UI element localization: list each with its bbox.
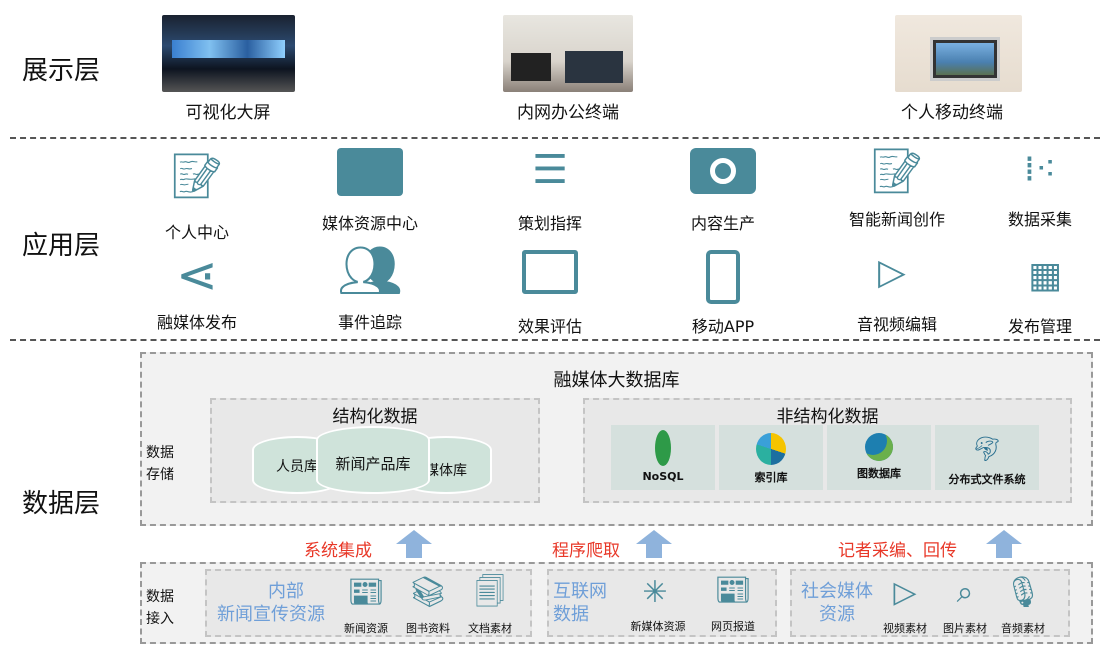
app-item-label[interactable]: 媒体资源中心 <box>321 214 418 233</box>
app-item-label[interactable]: 效果评估 <box>517 317 582 336</box>
app-item-label[interactable]: 数据采集 <box>1007 210 1072 229</box>
display-label: 可视化大屏 <box>185 103 271 123</box>
source-item-label: 音频素材 <box>1001 622 1045 635</box>
camera-icon <box>678 148 768 194</box>
display-label: 个人移动终端 <box>901 103 1003 123</box>
index-tile: 索引库 <box>719 425 823 490</box>
news-icon: 📰︎ <box>346 575 386 610</box>
app-item-label[interactable]: 内容生产 <box>690 214 755 233</box>
documents-icon: 🗐 <box>475 575 505 610</box>
source-item-label: 视频素材 <box>883 622 927 635</box>
desktop-photo <box>503 15 633 92</box>
video-film-icon: ▷ <box>893 575 917 610</box>
source-group-title: 内部新闻宣传资源 <box>217 581 325 625</box>
flow-label: 程序爬取 <box>552 541 620 561</box>
film-icon: ▷ <box>878 252 906 293</box>
app-item-label[interactable]: 发布管理 <box>1007 317 1072 336</box>
nosql-tile: NoSQL <box>611 425 715 490</box>
source-item-label: 新媒体资源 <box>630 620 686 633</box>
graph-db-tile: 图数据库 <box>827 425 931 490</box>
source-item-label: 网页报道 <box>711 620 755 633</box>
app-item-label[interactable]: 融媒体发布 <box>156 313 237 332</box>
flow-label: 系统集成 <box>304 541 372 561</box>
arrow-up-icon <box>986 530 1022 558</box>
checklist-icon: ☰ <box>532 147 568 193</box>
app-item-label[interactable]: 事件追踪 <box>337 313 402 332</box>
mysql-dolphin-icon: 🐬︎ <box>971 435 1003 463</box>
people-icon: 👥︎ <box>336 241 403 301</box>
app-item-label[interactable]: 个人中心 <box>164 223 229 242</box>
source-group-title: 社会媒体资源 <box>801 581 873 625</box>
arrow-up-icon <box>396 530 432 558</box>
flow-label: 记者采编、回传 <box>838 541 957 561</box>
monitor-graph-icon <box>505 250 595 294</box>
microphone-icon: 🎙︎ <box>1003 575 1043 610</box>
dfs-tile: 🐬︎分布式文件系统 <box>935 425 1039 490</box>
image-search-icon: ⌕ <box>956 575 974 610</box>
layer-label-app: 应用层 <box>22 231 101 261</box>
document-pen-icon: 📝︎ <box>869 146 925 197</box>
screens-grid-icon: ▦ <box>1027 255 1062 296</box>
phone-pen-icon <box>678 250 768 304</box>
database-cylinder: 新闻产品库 <box>316 426 430 494</box>
source-group-title: 互联网数据 <box>553 581 607 625</box>
source-item-label: 图片素材 <box>943 622 987 635</box>
source-item-label: 新闻资源 <box>344 622 388 635</box>
divider <box>10 137 1100 139</box>
news-icon: 📰︎ <box>713 573 753 608</box>
arrow-up-icon <box>636 530 672 558</box>
share-icon: ⋖ <box>176 246 218 304</box>
folder-icon <box>325 148 415 196</box>
app-item-label[interactable]: 音视频编辑 <box>856 315 937 334</box>
source-item-label: 文档素材 <box>468 622 512 635</box>
network-burst-icon: ✳︎ <box>642 575 668 610</box>
mongodb-leaf-icon <box>655 430 671 466</box>
source-group <box>205 569 532 637</box>
structured-title: 结构化数据 <box>332 407 418 427</box>
display-label: 内网办公终端 <box>517 103 619 123</box>
screen-wall-photo <box>162 15 295 92</box>
app-item-label[interactable]: 移动APP <box>691 317 755 336</box>
source-group <box>790 569 1070 637</box>
document-pen-icon: 📝︎ <box>169 151 225 202</box>
divider <box>10 339 1100 341</box>
source-group <box>547 569 777 637</box>
neo4j-icon <box>865 433 893 461</box>
elastic-icon <box>756 433 786 465</box>
app-item-label[interactable]: 策划指挥 <box>517 214 582 233</box>
layer-label-data: 数据层 <box>22 489 101 519</box>
access-side-label: 数据接入 <box>146 589 174 627</box>
scatter-chart-icon: ⁞⁖ <box>1023 149 1057 190</box>
big-database-title: 融媒体大数据库 <box>553 370 680 391</box>
source-item-label: 图书资料 <box>406 622 450 635</box>
app-item-label[interactable]: 智能新闻创作 <box>848 210 945 229</box>
layer-label-display: 展示层 <box>22 56 101 86</box>
unstructured-title: 非结构化数据 <box>776 407 879 427</box>
books-icon: 📚︎ <box>408 575 448 610</box>
tablet-photo <box>895 15 1022 92</box>
storage-side-label: 数据存储 <box>146 445 174 483</box>
